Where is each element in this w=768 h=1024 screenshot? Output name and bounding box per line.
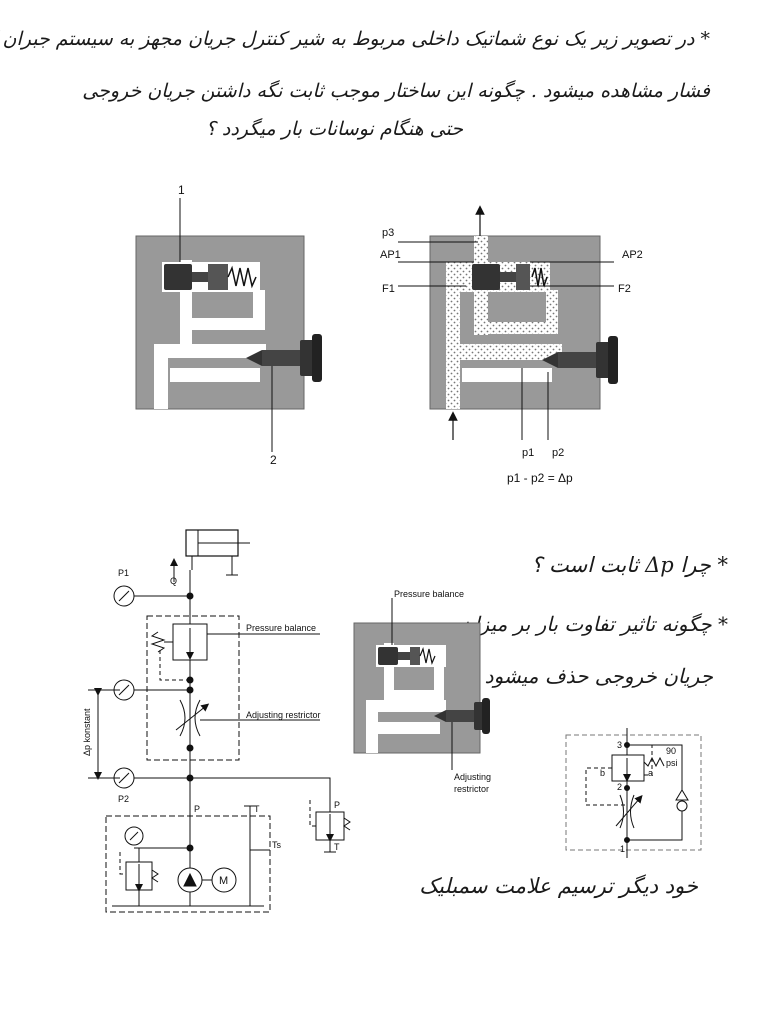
figure-1-valve: 1 2	[135, 183, 322, 467]
circuit-label-q: Q	[170, 576, 177, 586]
circuit-label-p1: P1	[118, 568, 129, 578]
fig3-label-pressure-balance: Pressure balance	[394, 589, 464, 599]
note-line-2: فشار مشاهده میشود . چگونه این ساختار موج…	[82, 80, 710, 102]
fig2-label-p3: p3	[382, 227, 394, 239]
symbol-port-a: a	[648, 768, 653, 778]
fig2-label-p1: p1	[522, 447, 534, 459]
fig2-label-ap2: AP2	[622, 249, 643, 261]
symbol-port-b: b	[600, 768, 605, 778]
symbol-labels: 3 2 1 90 psi b a	[600, 740, 678, 854]
question-load-effect-1: * چگونه تاثیر تفاوت بار بر میزان	[459, 612, 728, 636]
figure-2-valve: p3 AP1 F1 AP2 F2 p1 p2 p1 - p2 = Δp	[380, 205, 643, 485]
fig2-label-ap1: AP1	[380, 249, 401, 261]
circuit-label-motor: M	[219, 875, 228, 887]
circuit-label-dp-konstant: Δp konstant	[82, 708, 92, 756]
flow-control-symbol	[565, 728, 702, 858]
circuit-label-p2: P2	[118, 794, 129, 804]
symbol-psi-value: 90	[666, 746, 676, 756]
fig2-label-p2: p2	[552, 447, 564, 459]
circuit-label-ts: Ts	[272, 840, 282, 850]
circuit-label-p: P	[194, 804, 200, 814]
symbol-port-1: 1	[620, 844, 625, 854]
fig2-label-f1: F1	[382, 283, 395, 295]
figure-3-valve: Pressure balance Adjusting restrictor	[353, 589, 491, 794]
fig3-label-adjusting-line2: restrictor	[454, 784, 489, 794]
symbol-psi-unit: psi	[666, 758, 678, 768]
fig3-label-adjusting-line1: Adjusting	[454, 772, 491, 782]
question-load-effect-2: جریان خروجی حذف میشود ؟	[467, 664, 713, 688]
symbol-port-2: 2	[617, 782, 622, 792]
fig1-label-2: 2	[270, 453, 277, 467]
fig1-label-1: 1	[178, 183, 185, 197]
circuit-labels: P1 Q Pressure balance Adjusting restrict…	[82, 568, 340, 887]
circuit-label-t: T	[254, 804, 260, 814]
note-line-1: * در تصویر زیر یک نوع شماتیک داخلی مربوط…	[0, 28, 710, 50]
fig2-equation: p1 - p2 = Δp	[507, 471, 573, 485]
note-line-3: حتی هنگام نوسانات بار میگردد ؟	[205, 118, 463, 140]
fig2-label-f2: F2	[618, 283, 631, 295]
relief-label-t: T	[334, 842, 340, 852]
hydraulic-circuit	[88, 529, 351, 913]
question-delta-p: * چرا Δp ثابت است ؟	[531, 553, 728, 577]
relief-label-p: P	[334, 800, 340, 810]
circuit-label-adjusting-restrictor: Adjusting restrictor	[246, 710, 321, 720]
symbol-port-3: 3	[617, 740, 622, 750]
question-symbol: خود دیگر ترسیم علامت سمبلیک	[419, 874, 698, 898]
circuit-label-pressure-balance: Pressure balance	[246, 623, 316, 633]
